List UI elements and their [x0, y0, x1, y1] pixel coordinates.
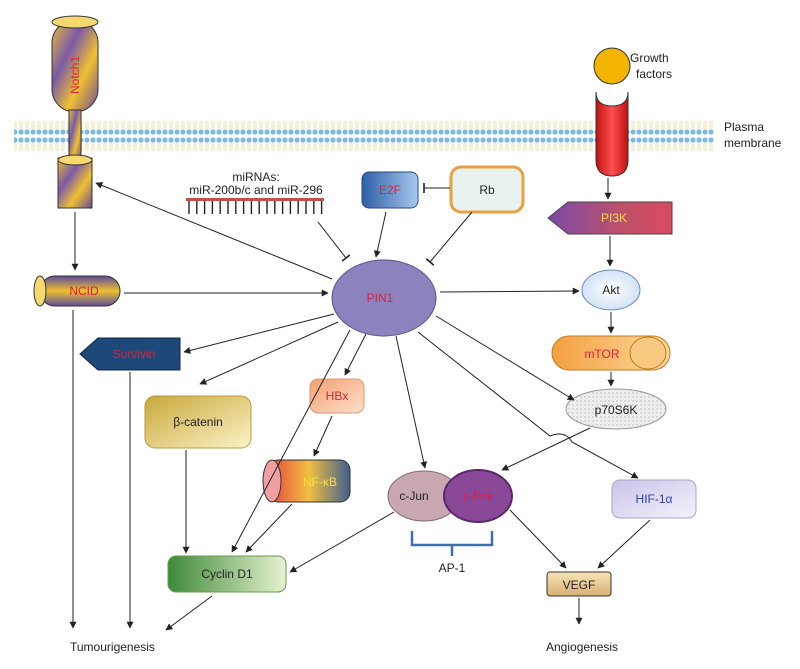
- hbx-node: [309, 378, 365, 414]
- mirnas-label-1: miRNAs:: [232, 170, 279, 184]
- nfkb-label: NF-κB: [303, 475, 337, 489]
- c-fos-label: c-Fos: [463, 489, 493, 503]
- arrow-pin1-to-p70s6k: [435, 315, 575, 401]
- arrow-cyclin-d1-to-tumourigenesis: [165, 595, 213, 631]
- plasma-membrane-label-1: Plasma: [724, 120, 764, 134]
- arrow-pin1-to-hif1a: [417, 331, 639, 479]
- plasma-membrane-label-2: membrane: [724, 136, 782, 150]
- arrow-p70s6k-to-c-fos: [501, 427, 591, 471]
- arrow-hif1a-to-vegf: [597, 519, 651, 569]
- rb-node: [449, 165, 525, 214]
- mirnas-label-2: miR-200b/c and miR-296: [189, 183, 323, 197]
- survivin-label: Survivin: [113, 347, 156, 361]
- growth-factor-receptor: [595, 91, 629, 177]
- growth-factors-label-1: Growth: [630, 51, 669, 65]
- arrow-hbx-to-nfkb: [313, 415, 333, 457]
- vegf-label: VEGF: [563, 578, 596, 592]
- vegf-node: [546, 571, 612, 597]
- arrow-pin1-to-notch1: [95, 182, 333, 280]
- c-fos-node: [443, 469, 513, 523]
- arrow-pin1-to-beta-catenin: [199, 321, 339, 385]
- pi3k-node: [547, 201, 673, 235]
- akt-label: Akt: [602, 283, 620, 297]
- cyclin-d1-label: Cyclin D1: [201, 567, 253, 581]
- pi3k-label: PI3K: [601, 211, 627, 225]
- hif1a-node: [611, 479, 697, 519]
- arrow-c-fos-to-vegf: [509, 509, 567, 569]
- rb-label: Rb: [479, 183, 495, 197]
- beta-catenin-label: β-catenin: [173, 415, 223, 429]
- p70s6k-node: [565, 388, 667, 430]
- arrow-nfkb-to-cyclin-d1: [245, 503, 293, 553]
- p70s6k-label: p70S6K: [595, 403, 638, 417]
- arrow-pin1-to-survivin: [183, 313, 335, 354]
- mirna-comb-symbol: [186, 198, 324, 214]
- arrow-c-jun-to-cyclin-d1: [289, 511, 395, 573]
- e2f-node: [361, 171, 419, 209]
- arrow-pin1-to-hbx: [344, 333, 367, 376]
- e2f-label: E2F: [379, 183, 401, 197]
- ap1-bracket: [410, 531, 494, 556]
- growth-factor-ligand: [593, 47, 631, 85]
- pin1-label: PIN1: [367, 291, 394, 305]
- akt-node: [581, 269, 641, 311]
- arrow-pin1-to-c-jun: [395, 335, 428, 469]
- ap1-label: AP-1: [439, 561, 466, 575]
- ncid-label: NCID: [69, 284, 99, 298]
- arrow-pin1-to-akt: [439, 287, 580, 295]
- notch1-receptor: [51, 15, 99, 209]
- c-jun-label: c-Jun: [399, 489, 428, 503]
- inhibit-rb-to-pin1: [425, 211, 473, 266]
- arrow-pin1-to-cyclin-d1: [231, 329, 351, 553]
- inhibit-mirna-to-pin1: [317, 221, 351, 262]
- pin1-node: [331, 259, 437, 337]
- mtor-label: mTOR: [584, 347, 619, 361]
- tumourigenesis-label: Tumourigenesis: [70, 640, 155, 654]
- interaction-arrows: [69, 178, 651, 631]
- survivin-node: [79, 337, 181, 371]
- growth-factors-label-2: factors: [636, 67, 672, 81]
- beta-catenin-node: [144, 395, 252, 449]
- hif1a-label: HIF-1α: [636, 492, 673, 506]
- arrow-e2f-to-pin1: [373, 211, 387, 258]
- angiogenesis-label: Angiogenesis: [546, 640, 618, 654]
- cyclin-d1-node: [167, 555, 287, 593]
- notch1-label: Notch1: [68, 56, 82, 94]
- hbx-label: HBx: [326, 389, 349, 403]
